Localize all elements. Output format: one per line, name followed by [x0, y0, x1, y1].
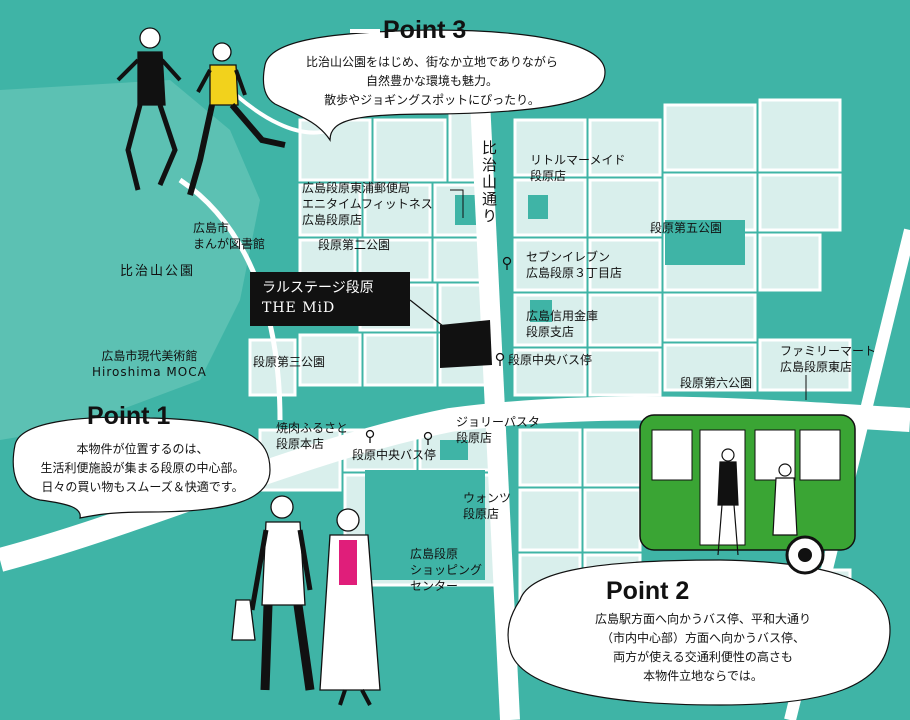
point2-title: Point 2: [606, 577, 690, 605]
hijiyama-street-label: 比治山通り: [480, 140, 498, 225]
bus-illustration: [639, 414, 856, 575]
seven-eleven-label: セブンイレブン 広島段原３丁目店: [526, 250, 623, 280]
property-label: ラルステージ段原 THE MiD: [250, 272, 410, 326]
manga-library-label: 広島市 まんが図書館: [193, 221, 266, 251]
property-building: [440, 320, 492, 368]
dambara-6-park-label: 段原第六公園: [680, 376, 753, 390]
leader-lines: [450, 189, 807, 400]
bus-stop-south-label: 段原中央バス停: [352, 448, 437, 462]
point3-bubble: [262, 29, 606, 142]
bus-stop-north-label: 段原中央バス停: [508, 353, 593, 367]
point2-bubble: [507, 559, 891, 706]
bus-window: [651, 429, 693, 481]
yakiniku-label: 焼肉ふるさと 段原本店: [276, 421, 349, 451]
jolly-pasta-label: ジョリーパスタ 段原店: [456, 415, 540, 445]
post-office-leader: [450, 189, 464, 218]
familymart-label: ファミリーマート 広島段原東店: [780, 344, 877, 374]
little-mermaid-label: リトルマーメイド 段原店: [530, 153, 626, 183]
bus-passengers: [717, 448, 798, 556]
pin-icon: [365, 429, 375, 443]
property-leader-line: [409, 299, 449, 331]
bus-window: [799, 429, 841, 481]
point1-text: 本物件が位置するのは、 生活利便施設が集まる段原の中心部。 日々の買い物もスムー…: [40, 442, 245, 494]
wantsu-label: ウォンツ 段原店: [463, 491, 512, 521]
shinkin-bank-label: 広島信用金庫 段原支店: [526, 309, 599, 339]
couple-illustration: [231, 495, 381, 706]
pin-icon: [502, 256, 512, 270]
point1-title: Point 1: [87, 402, 171, 430]
pin-icon: [423, 431, 433, 445]
joggers-illustration: [116, 27, 286, 196]
teal-accent-blocks: [365, 195, 900, 580]
dambara-3-park-label: 段原第三公園: [253, 355, 326, 369]
post-office-group-label: 広島段原東浦郵便局 エニタイムフィットネス 広島段原店: [302, 181, 433, 227]
point3-text: 比治山公園をはじめ、街なか立地でありながら 自然豊かな環境も魅力。 散歩やジョギ…: [306, 55, 558, 107]
point2-text: 広島駅方面へ向かうバス停、平和大通り （市内中心部）方面へ向かうバス停、 両方が…: [594, 612, 811, 683]
moca-label: 広島市現代美術館 Hiroshima MOCA: [92, 349, 207, 379]
point1-bubble: [12, 416, 271, 519]
pin-icon: [495, 352, 505, 366]
bus-hub: [798, 548, 812, 562]
dambara-5-park-label: 段原第五公園: [650, 221, 723, 235]
hijiyama-park-label: 比治山公園: [120, 264, 196, 279]
park-road: [178, 177, 283, 421]
map-pins: [365, 256, 512, 445]
dambara-2-park-label: 段原第二公園: [318, 238, 391, 252]
main-avenue: [0, 396, 910, 572]
point3-title: Point 3: [383, 16, 467, 44]
shopping-center-label: 広島段原 ショッピング センター: [410, 547, 483, 593]
